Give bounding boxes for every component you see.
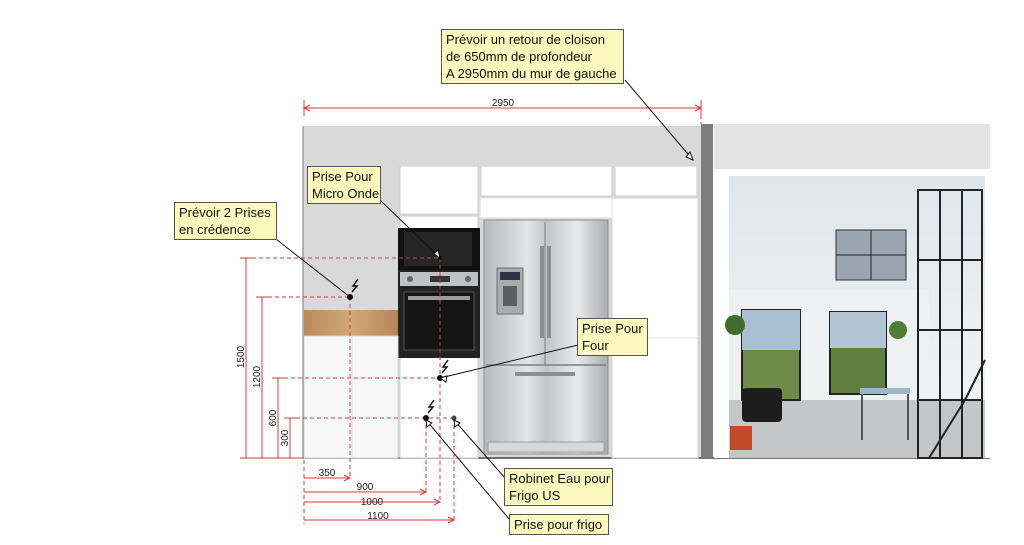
note-robinet: Robinet Eau pour Frigo US	[504, 468, 613, 506]
note-robinet-line-1: Robinet Eau pour	[509, 471, 611, 486]
note-micro-onde: Prise Pour Micro Onde	[307, 166, 381, 204]
note-four-line-1: Prise Pour	[582, 321, 643, 336]
note-prise-frigo-line-1: Prise pour frigo	[514, 517, 603, 532]
water-tap-icon	[451, 415, 457, 421]
tall-cabinets-right	[479, 197, 699, 459]
dim-h-1000: 1000	[361, 497, 384, 508]
partition-wall	[701, 124, 713, 458]
note-micro-onde-line-1: Prise Pour	[312, 169, 373, 184]
dim-v-1200: 1200	[252, 365, 263, 388]
note-two-prises-line-1: Prévoir 2 Prises	[179, 205, 271, 220]
dim-v-300: 300	[280, 429, 291, 446]
note-robinet-line-2: Frigo US	[509, 488, 561, 503]
leader-arrowheads	[425, 151, 694, 428]
note-prise-frigo: Prise pour frigo	[509, 514, 609, 535]
dim-h-350: 350	[319, 468, 336, 479]
dim-h-900: 900	[357, 482, 374, 493]
dim-h-1100: 1100	[367, 511, 389, 522]
note-two-prises: Prévoir 2 Prises en crédence	[174, 202, 277, 240]
outlet-frigo-icon	[423, 399, 435, 421]
dim-v-1500: 1500	[236, 345, 247, 368]
note-two-prises-line-2: en crédence	[179, 222, 251, 237]
upper-cabinets	[399, 165, 698, 215]
note-partition-line-1: Prévoir un retour de cloison	[446, 32, 605, 47]
oven-column	[398, 215, 480, 459]
living-room-view	[714, 124, 990, 459]
note-leader-lines	[271, 79, 694, 521]
note-partition: Prévoir un retour de cloison de 650mm de…	[441, 29, 624, 84]
base-cabinet-left	[303, 310, 399, 459]
dimension-lines	[240, 100, 703, 524]
dim-v-600: 600	[268, 409, 279, 426]
dim-total-width: 2950	[492, 98, 515, 109]
note-four: Prise Pour Four	[577, 318, 648, 356]
note-partition-line-3: A 2950mm du mur de gauche	[446, 66, 617, 81]
note-four-line-2: Four	[582, 338, 609, 353]
note-micro-onde-line-2: Micro Onde	[312, 186, 380, 201]
note-partition-line-2: de 650mm de profondeur	[446, 49, 592, 64]
